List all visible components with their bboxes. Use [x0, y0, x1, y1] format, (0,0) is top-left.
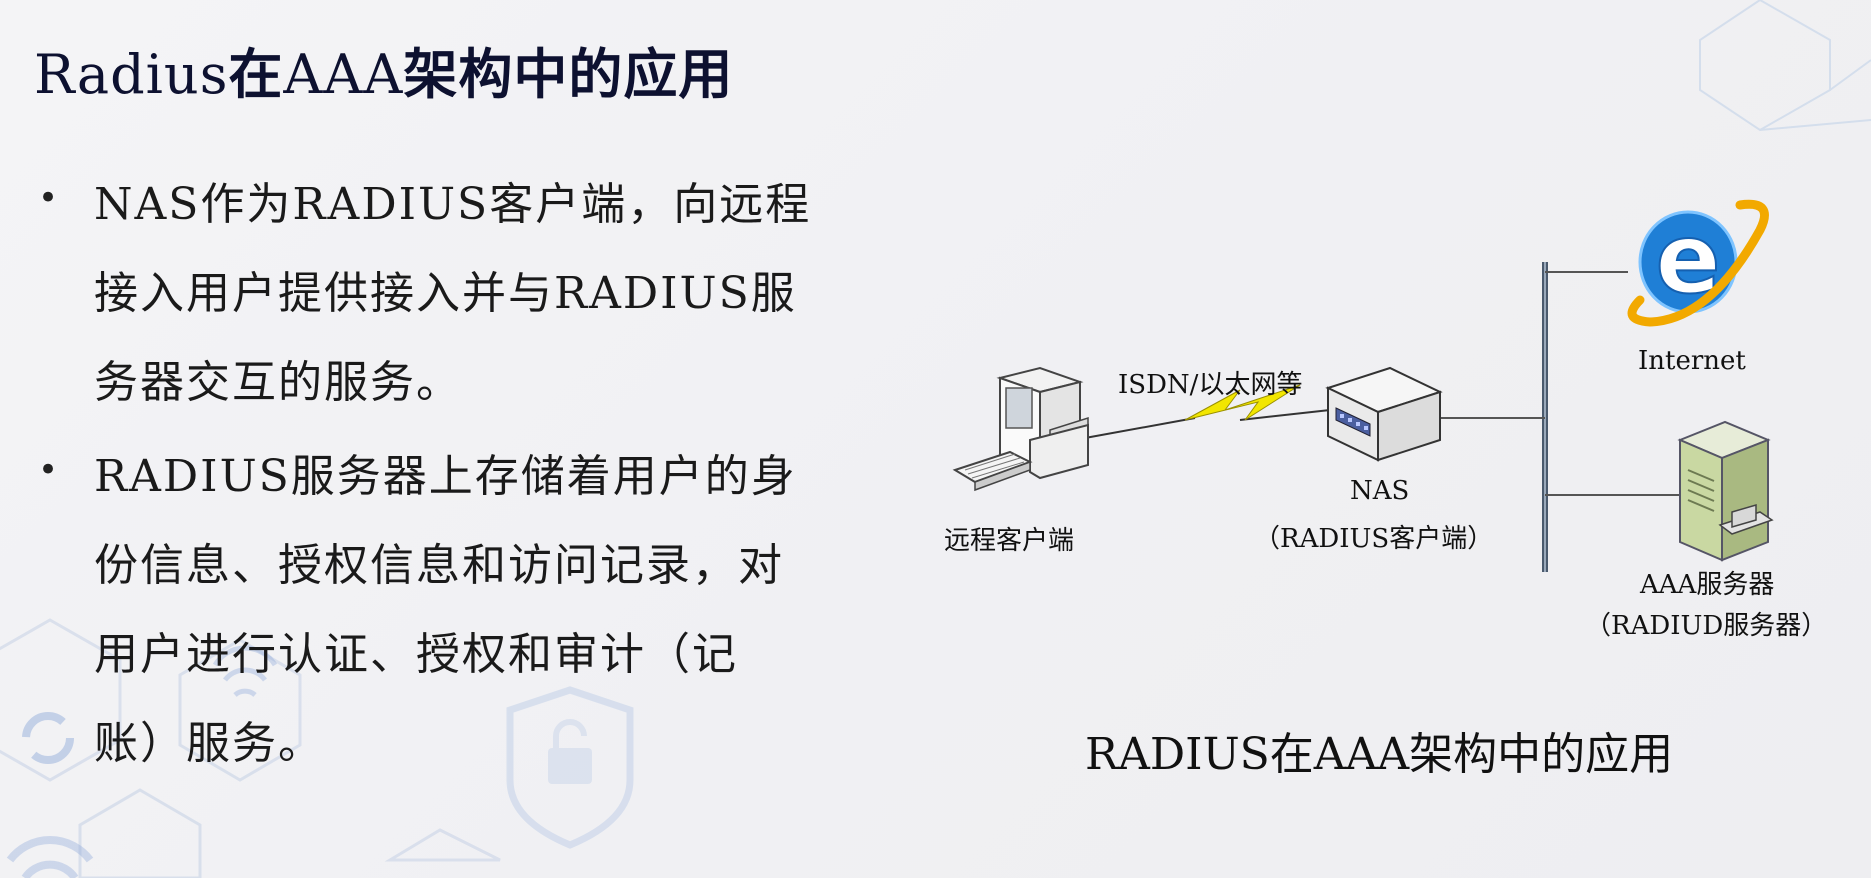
internet-label: Internet — [1638, 346, 1746, 376]
nas-sub-label: （RADIUS客户端） — [1254, 524, 1494, 554]
page-title: Radius在AAA架构中的应用 — [34, 30, 733, 109]
fingerprint-icon — [212, 645, 278, 698]
nas-label: NAS — [1350, 476, 1410, 506]
server-label: AAA服务器 — [1640, 570, 1775, 600]
server-icon — [1677, 420, 1774, 562]
bullet-dot: • — [38, 178, 59, 218]
computer-icon — [952, 366, 1089, 492]
nas-device-icon — [1325, 366, 1443, 462]
internet-explorer-icon: e — [1627, 199, 1769, 327]
bullet-item: • RADIUS服务器上存储着用户的身 份信息、授权信息和访问记录，对 用户进行… — [34, 432, 864, 788]
client-label: 远程客户端 — [944, 526, 1075, 556]
bullet-line: RADIUS服务器上存储着用户的身 — [94, 451, 797, 502]
bullet-item: • NAS作为RADIUS客户端，向远程 接入用户提供接入并与RADIUS服 务… — [34, 160, 864, 427]
diagram-caption: RADIUS在AAA架构中的应用 — [1085, 729, 1674, 780]
lightning-bolt-icon — [1184, 384, 1301, 421]
title-part-radius: Radius — [34, 43, 229, 106]
bullet-line: 用户进行认证、授权和审计（记 — [94, 629, 738, 680]
bullet-line: NAS作为RADIUS客户端，向远程 — [94, 179, 812, 230]
client-link-line — [1084, 417, 1196, 439]
shield-lock-icon — [506, 686, 634, 849]
title-part-aaa: AAA — [283, 43, 404, 106]
bullet-line: 务器交互的服务。 — [94, 357, 462, 408]
title-part-rest: 架构中的应用 — [403, 42, 734, 106]
bullet-dot: • — [38, 450, 59, 490]
server-sub-label: （RADIUD服务器） — [1585, 611, 1828, 641]
bullet-line: 份信息、授权信息和访问记录，对 — [94, 540, 784, 591]
link-label: ISDN/以太网等 — [1118, 370, 1303, 400]
wifi-icon — [6, 836, 94, 878]
bullet-line: 账）服务。 — [94, 718, 324, 769]
title-part-zai: 在 — [228, 42, 284, 106]
bullet-line: 接入用户提供接入并与RADIUS服 — [94, 268, 797, 319]
refresh-icon — [22, 712, 74, 764]
